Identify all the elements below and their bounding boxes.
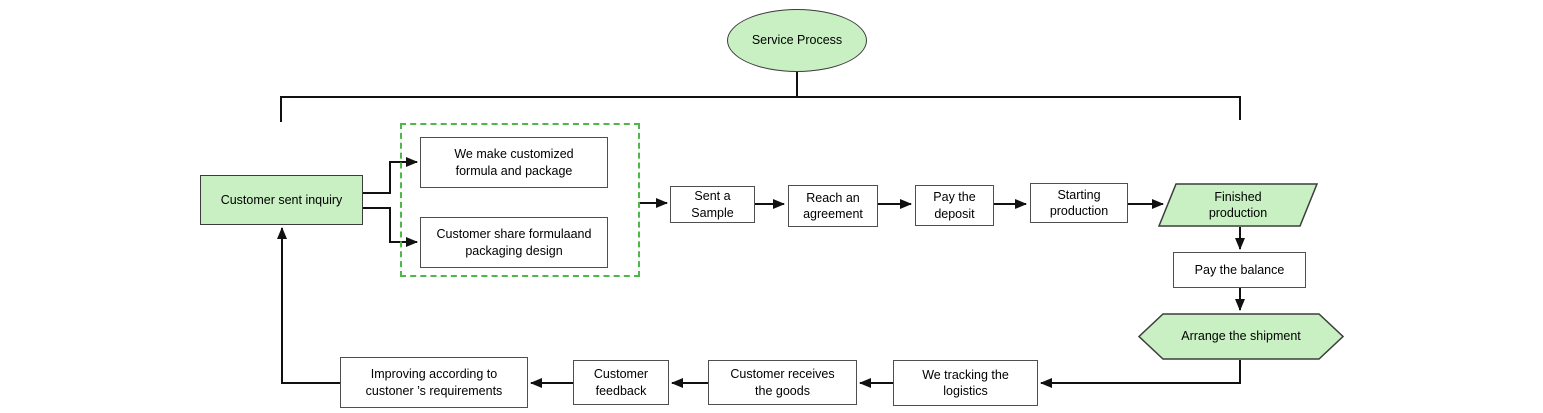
node-arrange-the-shipment: Arrange the shipment bbox=[1138, 313, 1344, 360]
node-sent-a-sample: Sent a Sample bbox=[670, 186, 755, 223]
node-finished-production: Finished production bbox=[1158, 183, 1318, 227]
edge-shipment-to-tracking bbox=[1040, 360, 1241, 388]
node-customer-share-formula: Customer share formulaand packaging desi… bbox=[420, 217, 608, 268]
node-customer-receives-goods: Customer receives the goods bbox=[708, 360, 857, 405]
edge-title-bracket bbox=[280, 96, 1241, 122]
node-pay-the-balance: Pay the balance bbox=[1173, 252, 1306, 288]
node-service-process: Service Process bbox=[727, 9, 867, 72]
node-customer-feedback: Customer feedback bbox=[573, 360, 669, 405]
node-starting-production: Starting production bbox=[1030, 183, 1128, 223]
node-pay-the-deposit: Pay the deposit bbox=[915, 185, 994, 226]
edge-improving-to-inquiry bbox=[277, 227, 340, 384]
node-we-tracking-logistics: We tracking the logistics bbox=[893, 360, 1038, 406]
hexagon-shape bbox=[1138, 313, 1344, 360]
customization-options-group bbox=[400, 123, 640, 277]
node-reach-an-agreement: Reach an agreement bbox=[788, 185, 878, 227]
node-label: Arrange the shipment bbox=[1181, 329, 1301, 344]
node-customer-sent-inquiry: Customer sent inquiry bbox=[200, 175, 363, 225]
parallelogram-shape bbox=[1158, 183, 1318, 227]
node-improving-requirements: Improving according to custoner ’s requi… bbox=[340, 357, 528, 408]
node-we-make-customized: We make customized formula and package bbox=[420, 137, 608, 188]
node-label: Finished production bbox=[1208, 189, 1268, 221]
